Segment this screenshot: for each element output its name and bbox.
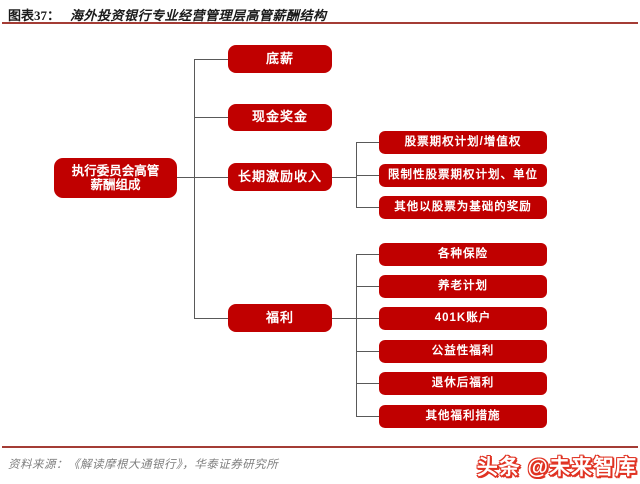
connector-stub-pension [356,286,379,287]
source-note: 资料来源：《解读摩根大通银行》，华泰证券研究所 [8,459,279,471]
figure-title: 海外投资银行专业经营管理层高管薪酬结构 [70,8,327,23]
connector-branch-lti [194,177,228,178]
node-root-exec-committee: 执行委员会高管 薪酬组成 [54,158,177,198]
node-long-term-incentive: 长期激励收入 [228,163,332,191]
connector-benefits-subtrunk [356,254,357,417]
figure-caption: 图表37： 海外投资银行专业经营管理层高管薪酬结构 [8,5,327,24]
node-restricted-stock-plan: 限制性股票期权计划、单位 [379,164,547,187]
node-insurance: 各种保险 [379,243,547,266]
node-other-stock-awards: 其他以股票为基础的奖励 [379,196,547,219]
node-public-welfare: 公益性福利 [379,340,547,363]
connector-main-trunk [194,59,195,319]
connector-stub-post-retirement [356,383,379,384]
node-401k-account: 401K账户 [379,307,547,330]
node-root-line2: 薪酬组成 [90,178,141,192]
connector-branch-base-salary [194,59,228,60]
node-stock-option-plan: 股票期权计划/增值权 [379,131,547,154]
figure-number-label: 图表37： [8,8,61,23]
connector-stub-restricted-stock [356,175,379,176]
node-cash-bonus: 现金奖金 [228,104,332,131]
toutiao-watermark: 头条 @未来智库 [476,456,637,479]
connector-branch-benefits [194,318,228,319]
node-pension-plan: 养老计划 [379,275,547,298]
connector-benefits-to-subtrunk [332,318,356,319]
connector-branch-cash-bonus [194,117,228,118]
header-rule [2,22,638,24]
connector-stub-401k [356,318,379,319]
connector-root-to-trunk [177,177,194,178]
connector-stub-other-benefits [356,416,379,417]
connector-lti-to-subtrunk [332,177,356,178]
node-root-line1: 执行委员会高管 [71,163,160,178]
connector-stub-insurance [356,254,379,255]
node-post-retirement: 退休后福利 [379,372,547,395]
node-base-salary: 底薪 [228,45,332,73]
footer-rule [2,446,638,448]
node-other-benefits: 其他福利措施 [379,405,547,428]
connector-stub-other-awards [356,207,379,208]
connector-stub-public-welfare [356,351,379,352]
connector-stub-stock-option [356,142,379,143]
node-benefits: 福利 [228,304,332,332]
